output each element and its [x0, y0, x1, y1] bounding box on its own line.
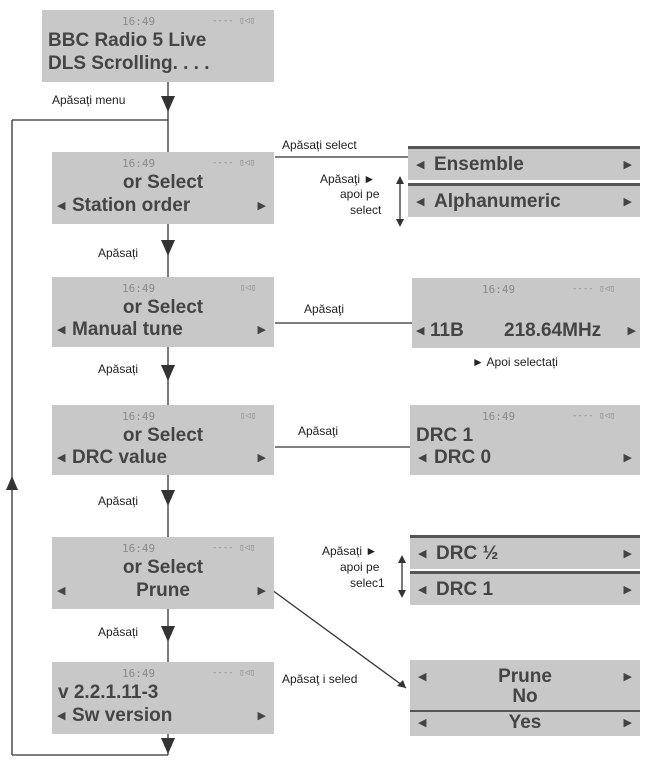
label-then-on: apoi pe [340, 187, 380, 201]
screen-manual-tune: 16:49 ▯◁▯ or Select ◀ Manual tune ▶ [52, 277, 274, 347]
prune-yes: Yes [508, 712, 542, 733]
left-arrow-icon: ◀ [416, 159, 425, 171]
right-arrow-icon: ▶ [623, 671, 632, 683]
screen-drc-value: 16:49 ▯◁▯ or Select ◀ DRC value ▶ [52, 405, 274, 475]
screen-station-order: 16:49 ---- ▯◁▯ or Select ◀ Station order… [52, 152, 274, 224]
signal-icon: ---- ▯◁▯ [572, 284, 616, 294]
left-arrow-icon: ◀ [57, 710, 66, 722]
signal-icon: ---- ▯◁▯ [212, 16, 256, 26]
signal-icon: ---- ▯◁▯ [212, 668, 256, 678]
option-drc-screen: 16:49 ---- ▯◁▯ DRC 1 ◀ DRC 0 ▶ [410, 405, 640, 475]
screen-line-2: Sw version [72, 705, 173, 726]
screen-clock: 16:49 [122, 667, 156, 680]
option-label: DRC 1 [436, 579, 494, 600]
label-select-2: selec1 [350, 576, 385, 590]
tune-frequency: 218.64MHz [504, 320, 602, 341]
screen-start: 16:49 ---- ▯◁▯ BBC Radio 5 Live DLS Scro… [42, 10, 274, 82]
option-label: Ensemble [434, 154, 524, 175]
screen-line-1: BBC Radio 5 Live [48, 30, 207, 51]
signal-icon: ▯◁▯ [240, 283, 257, 293]
label-then-select: ► Apoi selectați [472, 355, 558, 369]
right-arrow-icon: ▶ [257, 200, 266, 212]
screen-sw-version: 16:49 ---- ▯◁▯ v 2.2.1.11-3 ◀ Sw version… [52, 662, 274, 734]
screen-line-1: or Select [122, 297, 204, 318]
label-press-drc: Apăsaţi [298, 424, 339, 438]
label-press-2: Apăsați [98, 362, 139, 376]
option-drc-one: ◀ DRC 1 ▶ [410, 571, 640, 605]
screen-clock: 16:49 [122, 15, 156, 28]
screen-line-2: Prune [136, 580, 190, 601]
left-arrow-icon: ◀ [418, 452, 427, 464]
label-press-select-prune: Apăsaţ i seled [282, 672, 358, 686]
left-arrow-icon: ◀ [418, 584, 427, 596]
option-label: Alphanumeric [434, 191, 561, 212]
screen-clock: 16:49 [122, 410, 156, 423]
screen-line-2: DLS Scrolling. . . . [48, 53, 210, 74]
label-press-tune: Apăsaţi [304, 302, 345, 316]
option-label: DRC ½ [436, 543, 499, 564]
right-arrow-icon: ▶ [257, 585, 266, 597]
left-arrow-icon: ◀ [57, 585, 66, 597]
left-arrow-icon: ◀ [418, 717, 427, 729]
right-arrow-icon: ▶ [623, 584, 632, 596]
label-press-arrow: Apăsaţi ► [320, 172, 376, 186]
signal-icon: ---- ▯◁▯ [572, 411, 616, 421]
screen-line-2: Manual tune [72, 319, 183, 340]
screen-clock: 16:49 [122, 157, 156, 170]
option-alphanumeric: ◀ Alphanumeric ▶ [408, 183, 640, 217]
left-arrow-icon: ◀ [57, 200, 66, 212]
right-arrow-icon: ▶ [623, 717, 632, 729]
option-manual-tune-screen: 16:49 ---- ▯◁▯ ◀ 11B 218.64MHz ▶ [412, 278, 640, 348]
drc-current: DRC 1 [416, 425, 474, 446]
left-arrow-icon: ◀ [416, 196, 425, 208]
label-press-4: Apăsați [98, 625, 139, 639]
right-arrow-icon: ▶ [257, 710, 266, 722]
left-arrow-icon: ◀ [57, 452, 66, 464]
screen-line-2: Station order [72, 195, 191, 216]
label-press-select: Apăsați select [282, 138, 357, 152]
left-arrow-icon: ◀ [57, 324, 66, 336]
right-arrow-icon: ▶ [623, 452, 632, 464]
screen-line-2: DRC value [72, 447, 168, 468]
signal-icon: ▯◁▯ [240, 411, 257, 421]
screen-clock: 16:49 [482, 410, 516, 423]
screen-clock: 16:49 [122, 542, 156, 555]
option-ensemble: ◀ Ensemble ▶ [408, 146, 640, 180]
signal-icon: ---- ▯◁▯ [212, 158, 256, 168]
screen-line-1: or Select [122, 425, 204, 446]
left-arrow-icon: ◀ [418, 671, 427, 683]
screen-clock: 16:49 [122, 282, 156, 295]
tune-channel: 11B [430, 320, 464, 341]
prune-no: No [512, 686, 538, 707]
screen-line-1: v 2.2.1.11-3 [58, 682, 159, 703]
screen-clock: 16:49 [482, 283, 516, 296]
left-arrow-icon: ◀ [416, 325, 425, 337]
label-select: select [350, 203, 382, 217]
screen-prune: 16:49 ---- ▯◁▯ or Select ◀ Prune ▶ [52, 537, 274, 609]
label-press-menu: Apăsați menu [52, 93, 126, 107]
label-press-arrow-2: Apăsați ► [322, 544, 378, 558]
label-then-on-2: apoi pe [340, 560, 380, 574]
signal-icon: ---- ▯◁▯ [212, 543, 256, 553]
right-arrow-icon: ▶ [257, 324, 266, 336]
option-drc-half: ◀ DRC ½ ▶ [410, 535, 640, 569]
right-arrow-icon: ▶ [627, 325, 636, 337]
label-press-3: Apăsați [98, 494, 139, 508]
screen-line-1: or Select [122, 557, 204, 578]
drc-option: DRC 0 [434, 447, 492, 468]
right-arrow-icon: ▶ [623, 159, 632, 171]
screen-line-1: or Select [122, 172, 204, 193]
option-prune-confirm: ◀ Prune ▶ No ◀ Yes ▶ [410, 660, 640, 736]
prune-title: Prune [498, 666, 552, 687]
right-arrow-icon: ▶ [623, 548, 632, 560]
left-arrow-icon: ◀ [418, 548, 427, 560]
right-arrow-icon: ▶ [623, 196, 632, 208]
label-press-1: Apăsați [98, 246, 139, 260]
right-arrow-icon: ▶ [257, 452, 266, 464]
divider [410, 710, 640, 712]
